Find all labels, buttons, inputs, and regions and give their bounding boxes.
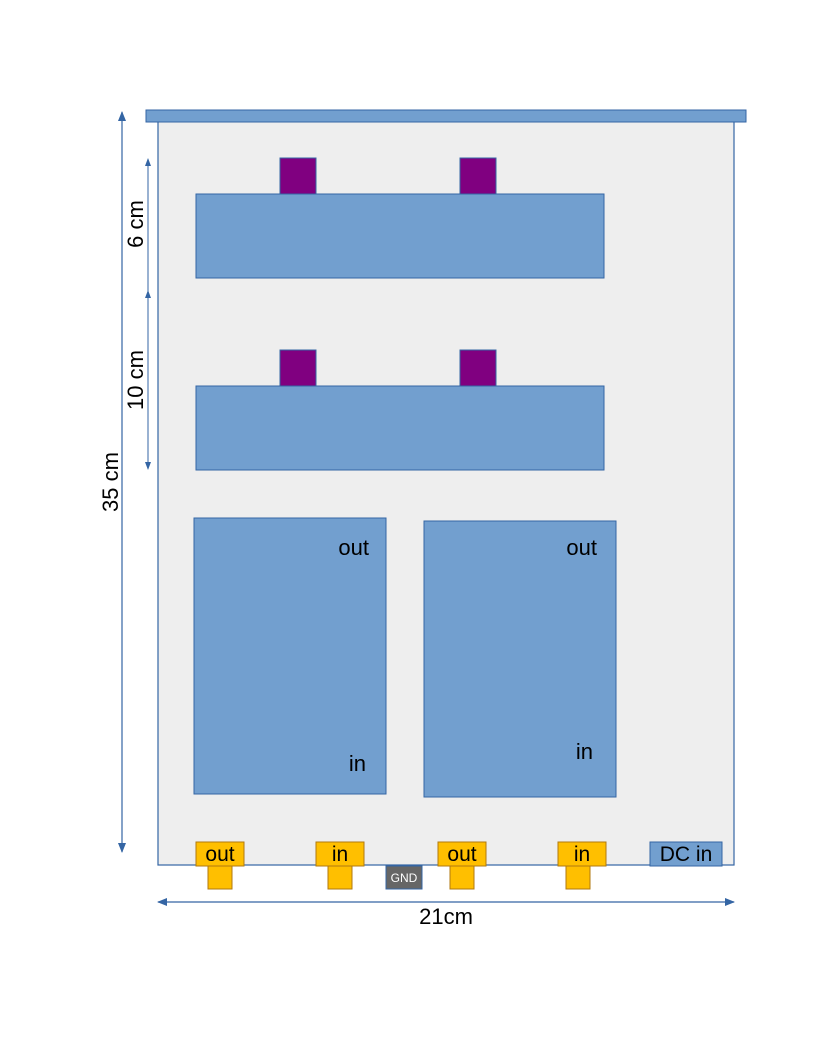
heatsink-top-right <box>459 157 497 195</box>
dc-in-connector-label: DC in <box>660 843 713 866</box>
connector-2-label: in <box>332 843 348 866</box>
connector-1: out <box>195 841 245 890</box>
dimension-width-total-label: 21cm <box>419 904 473 929</box>
dimension-top-section-label: 6 cm <box>123 200 148 248</box>
connector-1-plug <box>207 865 233 890</box>
dc-in-connector: DC in <box>649 841 723 867</box>
module-left-out-label: out <box>338 535 369 560</box>
heatsink-middle-right <box>459 349 497 387</box>
connector-1-body <box>195 841 245 867</box>
connector-4-label: in <box>574 843 590 866</box>
heatsink-middle-left <box>279 349 317 387</box>
dc-in-connector-body <box>649 841 723 867</box>
gnd-terminal: GND <box>385 865 423 890</box>
connector-3: out <box>437 841 487 890</box>
connector-2-plug <box>327 865 353 890</box>
module-right-board <box>423 520 617 798</box>
module-left: out in <box>193 517 387 795</box>
connector-4: in <box>557 841 607 890</box>
gnd-terminal-body <box>385 865 423 890</box>
module-left-board <box>193 517 387 795</box>
enclosure-lid <box>145 109 747 123</box>
module-right-in-label: in <box>576 739 593 764</box>
dimension-middle-section-label: 10 cm <box>123 350 148 410</box>
connector-3-plug <box>449 865 475 890</box>
connector-2: in <box>315 841 365 890</box>
heatsink-top-left <box>279 157 317 195</box>
connector-3-body <box>437 841 487 867</box>
module-right-out-label: out <box>566 535 597 560</box>
board-top <box>195 193 605 279</box>
connector-4-body <box>557 841 607 867</box>
connector-4-plug <box>565 865 591 890</box>
gnd-terminal-label: GND <box>391 871 418 885</box>
connector-2-body <box>315 841 365 867</box>
dimension-height-total-label: 35 cm <box>98 452 123 512</box>
board-middle <box>195 385 605 471</box>
connector-3-label: out <box>447 843 476 866</box>
module-left-in-label: in <box>349 751 366 776</box>
module-right: out in <box>423 520 617 798</box>
connector-1-label: out <box>205 843 234 866</box>
